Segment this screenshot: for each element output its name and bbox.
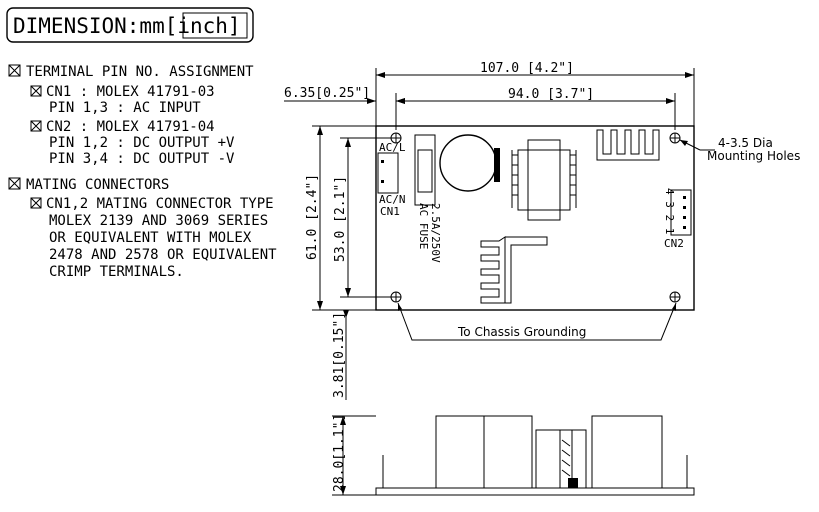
profile-height-label: 28.0[1.1"] [332,414,347,492]
pcb-outline [375,125,695,311]
mating-line-5: CRIMP TERMINALS. [49,264,184,280]
cn1-line: CN1 : MOLEX 41791-03 [46,84,215,100]
cn2-connector [670,189,692,236]
hole-spacing-y-label: 53.0 [2.1"] [333,176,348,262]
title-box [6,7,254,43]
profile-base [375,487,695,496]
mating-line-1: CN1,2 MATING CONNECTOR TYPE [46,196,274,212]
mounting-label-2: Mounting Holes [707,149,800,163]
checkbox-icon [30,120,42,132]
ac-l-label: AC/L [379,141,406,154]
profile-component-2 [483,415,533,489]
mounting-label-1: 4-3.5 Dia [718,136,773,150]
hole-spacing-x-label: 94.0 [3.7"] [508,87,594,102]
heatsink-lower [480,236,548,304]
checkbox-icon [8,64,21,77]
grounding-callout: To Chassis Grounding [397,302,677,341]
overall-height-label: 61.0 [2.4"] [305,174,320,260]
pcb-top-view: AC/L AC/N CN1 AC FUSE 2.5A/250V 4 3 2 1 … [375,125,695,311]
checkbox-icon [8,177,21,190]
edge-offset-label: 6.35[0.25"] [284,86,370,101]
cn2-line: CN2 : MOLEX 41791-04 [46,119,215,135]
cn2-pin-a: PIN 1,2 : DC OUTPUT +V [49,135,235,151]
checkbox-icon [30,197,42,209]
cn2-pin-numbers: 4 3 2 1 [663,188,676,234]
cn1-connector [377,152,399,194]
overall-width-label: 107.0 [4.2"] [480,61,574,76]
top-dimensions: 107.0 [4.2"] 94.0 [3.7"] 6.35[0.25"] [284,61,695,130]
capacitor [439,134,497,192]
cn2-pin-b: PIN 3,4 : DC OUTPUT -V [49,151,235,167]
heatsink-top [596,129,660,161]
cn2-label: CN2 [664,237,684,250]
mounting-callout: 4-3.5 Dia Mounting Holes [679,136,800,163]
mating-heading: MATING CONNECTORS [26,177,169,193]
mating-line-2: MOLEX 2139 AND 3069 SERIES [49,213,268,229]
left-dimensions: 61.0 [2.4"] 53.0 [2.1"] 3.81[0.15"] 28.0… [305,125,396,496]
profile-component-1 [435,415,485,489]
fuse-label-1: AC FUSE [417,203,430,249]
fuse-label-2: 2.5A/250V [429,203,442,263]
terminal-notes: TERMINAL PIN NO. ASSIGNMENT CN1 : MOLEX … [8,64,277,280]
transformer [511,139,577,221]
cn1-pin: PIN 1,3 : AC INPUT [49,100,201,116]
ac-n-label: AC/N [379,193,406,206]
title: DIMENSION:mm[inch] [13,14,241,38]
inch-bracket-box [182,12,248,39]
fuse [414,134,436,206]
mating-line-3: OR EQUIVALENT WITH MOLEX [49,230,252,246]
grounding-label: To Chassis Grounding [457,325,586,339]
terminal-heading: TERMINAL PIN NO. ASSIGNMENT [26,64,254,80]
cn1-label: CN1 [380,205,400,218]
checkbox-icon [30,85,42,97]
side-profile-view [375,415,695,496]
standoff-label: 3.81[0.15"] [332,312,347,398]
profile-transformer [535,429,587,489]
profile-component-3 [591,415,663,489]
mating-line-4: 2478 AND 2578 OR EQUIVALENT [49,247,277,263]
